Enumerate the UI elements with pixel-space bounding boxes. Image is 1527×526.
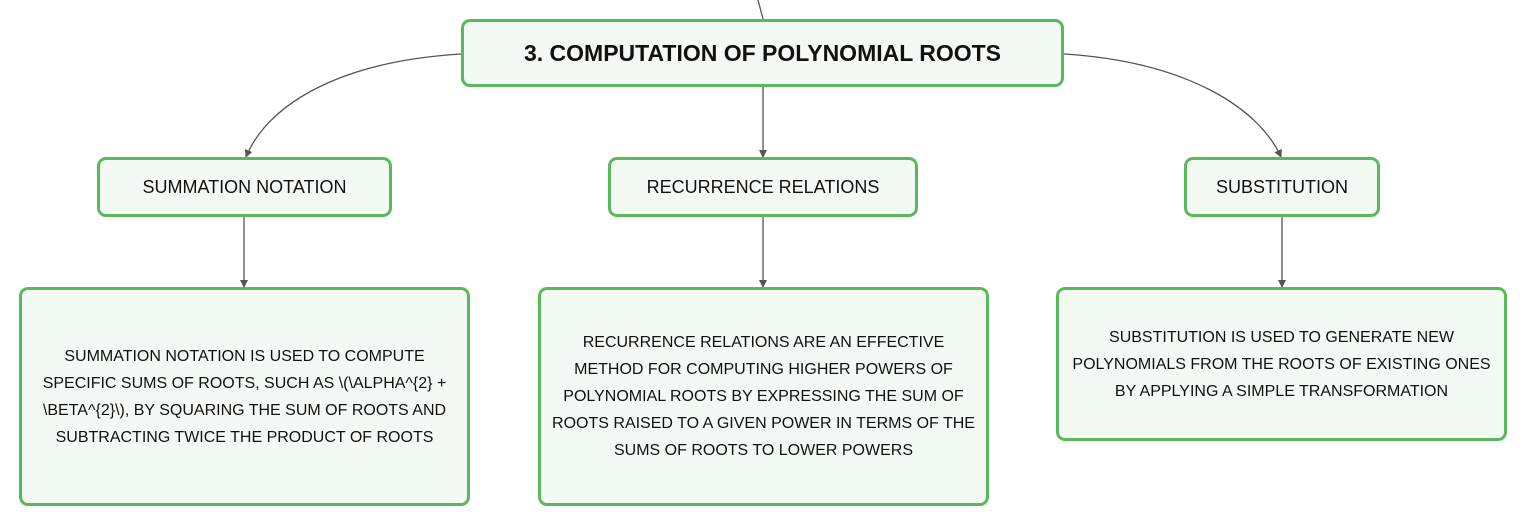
detail-text-recurrence-relations: RECURRENCE RELATIONS ARE AN EFFECTIVE ME… xyxy=(552,334,975,459)
detail-text-summation-notation: SUMMATION NOTATION IS USED TO COMPUTE SP… xyxy=(42,347,447,446)
connector-parent-to-root xyxy=(757,0,764,20)
topic-node-summation-notation[interactable]: SUMMATION NOTATION xyxy=(97,157,392,217)
topic-label-substitution: SUBSTITUTION xyxy=(1215,176,1348,197)
connector-root-to-summation xyxy=(244,53,462,158)
detail-node-recurrence-relations[interactable]: RECURRENCE RELATIONS ARE AN EFFECTIVE ME… xyxy=(538,287,989,506)
detail-text-substitution: SUBSTITUTION IS USED TO GENERATE NEW POL… xyxy=(1072,328,1491,400)
detail-node-summation-notation[interactable]: SUMMATION NOTATION IS USED TO COMPUTE SP… xyxy=(19,287,470,506)
topic-node-substitution[interactable]: SUBSTITUTION xyxy=(1184,157,1380,217)
detail-node-substitution[interactable]: SUBSTITUTION IS USED TO GENERATE NEW POL… xyxy=(1056,287,1507,441)
root-topic-node[interactable]: 3. COMPUTATION OF POLYNOMIAL ROOTS xyxy=(461,19,1064,87)
connector-root-to-substitution xyxy=(1063,53,1282,158)
root-topic-label: 3. COMPUTATION OF POLYNOMIAL ROOTS xyxy=(523,39,1002,66)
topic-label-summation-notation: SUMMATION NOTATION xyxy=(142,176,347,197)
topic-label-recurrence-relations: RECURRENCE RELATIONS xyxy=(646,176,880,197)
topic-node-recurrence-relations[interactable]: RECURRENCE RELATIONS xyxy=(608,157,918,217)
